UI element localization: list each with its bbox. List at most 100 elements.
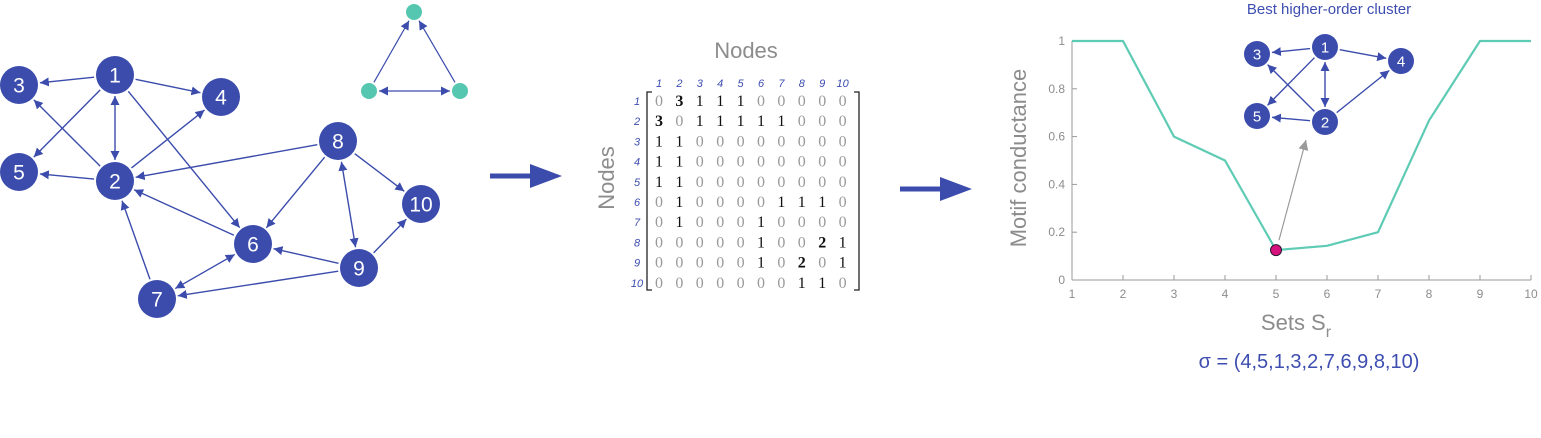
- cluster-node-label: 2: [1321, 115, 1329, 132]
- graph-edge-8-2: [135, 144, 318, 181]
- graph-edge-8-9: [338, 161, 359, 248]
- cluster-node-1: [1312, 34, 1338, 60]
- graph-node-10: [402, 185, 440, 223]
- matrix-cell: 0: [818, 214, 826, 231]
- matrix-cell: 0: [696, 275, 704, 292]
- matrix-cell: 1: [839, 234, 847, 251]
- matrix-cell: 1: [798, 275, 806, 292]
- matrix-cell: 1: [655, 154, 663, 171]
- graph-node-5: [0, 153, 38, 191]
- matrix-cell: 0: [696, 255, 704, 272]
- matrix-cell: 0: [716, 174, 724, 191]
- matrix-cell: 0: [777, 93, 785, 110]
- graph-edge-2-5: [39, 170, 95, 180]
- graph-node-label: 7: [151, 289, 163, 312]
- graph-node-label: 4: [215, 87, 227, 110]
- graph-node-label: 6: [247, 234, 259, 257]
- x-tick-label: 8: [1426, 287, 1433, 301]
- matrix-cell: 0: [655, 255, 663, 272]
- matrix-col-index: 5: [738, 78, 745, 90]
- matrix-cell: 0: [839, 214, 847, 231]
- matrix-cell: 0: [757, 194, 765, 211]
- graph-node-label: 3: [13, 75, 25, 98]
- matrix-cell: 0: [839, 93, 847, 110]
- matrix-cell: 0: [777, 154, 785, 171]
- matrix-cell: 1: [655, 174, 663, 191]
- matrix-cell: 0: [716, 275, 724, 292]
- cluster-edge-2-3: [1267, 64, 1315, 112]
- matrix-cell: 0: [696, 234, 704, 251]
- matrix-row-index: 6: [634, 197, 641, 209]
- chart-ylabel: Motif conductance: [1006, 69, 1031, 248]
- matrix-row-index: 5: [634, 177, 641, 189]
- matrix-cell: 1: [777, 113, 785, 130]
- graph-edge-2-3: [33, 99, 101, 167]
- graph-edge-1-3: [39, 76, 95, 87]
- x-tick-label: 5: [1273, 287, 1280, 301]
- graph-edge-1-4: [135, 78, 201, 96]
- matrix-cell: 0: [737, 234, 745, 251]
- graph-node-7: [138, 280, 176, 318]
- matrix-cell: 1: [757, 255, 765, 272]
- matrix-cell: 0: [757, 93, 765, 110]
- matrix-row-index: 7: [634, 217, 641, 229]
- motif-node-top: [406, 4, 422, 20]
- matrix-cell: 0: [757, 133, 765, 150]
- graph-edge-9-6: [273, 246, 339, 265]
- motif-edge-left-top: [373, 20, 410, 83]
- matrix-cell: 1: [757, 113, 765, 130]
- cluster-node-label: 4: [1397, 54, 1405, 71]
- matrix-cell: 3: [675, 93, 683, 110]
- chart-xlabel-main: Sets S: [1261, 310, 1326, 335]
- conductance-line: [1072, 39, 1531, 252]
- matrix-cell: 1: [655, 133, 663, 150]
- graph-node-4: [202, 78, 240, 116]
- cluster-node-label: 1: [1321, 40, 1329, 57]
- graph-edge-7-2: [120, 200, 151, 280]
- matrix-row-index: 2: [633, 116, 640, 128]
- matrix-cell: 0: [818, 113, 826, 130]
- matrix-cell: 0: [798, 113, 806, 130]
- matrix-col-index: 3: [697, 78, 704, 90]
- matrix-cell: 0: [737, 255, 745, 272]
- graph-edge-8-6: [265, 156, 326, 229]
- matrix-cell: 0: [716, 234, 724, 251]
- graph-node-6: [234, 225, 272, 263]
- matrix-cell: 1: [675, 214, 683, 231]
- matrix-cell: 0: [818, 133, 826, 150]
- matrix-cell: 0: [757, 154, 765, 171]
- matrix-cell: 0: [696, 194, 704, 211]
- matrix-cell: 1: [777, 194, 785, 211]
- matrix-cell: 0: [737, 154, 745, 171]
- matrix-cell: 0: [798, 174, 806, 191]
- matrix-cell: 0: [716, 154, 724, 171]
- graph-edge-7-6: [174, 253, 236, 290]
- matrix-cell: 0: [696, 214, 704, 231]
- matrix-cell: 1: [818, 275, 826, 292]
- cluster-node-4: [1388, 48, 1414, 74]
- graph-node-9: [340, 249, 378, 287]
- matrix-cell: 0: [716, 194, 724, 211]
- matrix-cell: 2: [818, 234, 826, 251]
- graph-node-8: [319, 122, 357, 160]
- matrix-cell: 0: [737, 133, 745, 150]
- cluster-edge-1-5: [1267, 57, 1315, 106]
- matrix-cell: 0: [696, 133, 704, 150]
- cluster-title: Best higher-order cluster: [1247, 1, 1411, 18]
- matrix-cell: 0: [839, 275, 847, 292]
- matrix-cell: 0: [737, 174, 745, 191]
- matrix-cell: 0: [839, 133, 847, 150]
- matrix-cell: 0: [737, 275, 745, 292]
- graph-node-label: 1: [109, 65, 121, 88]
- matrix-cell: 1: [675, 174, 683, 191]
- graph-edge-2-4: [131, 109, 205, 169]
- cluster-node-3: [1244, 41, 1270, 67]
- matrix-cell: 0: [777, 255, 785, 272]
- matrix-cell: 1: [737, 93, 745, 110]
- flow-arrow-2: [900, 177, 972, 201]
- matrix-cell: 0: [757, 275, 765, 292]
